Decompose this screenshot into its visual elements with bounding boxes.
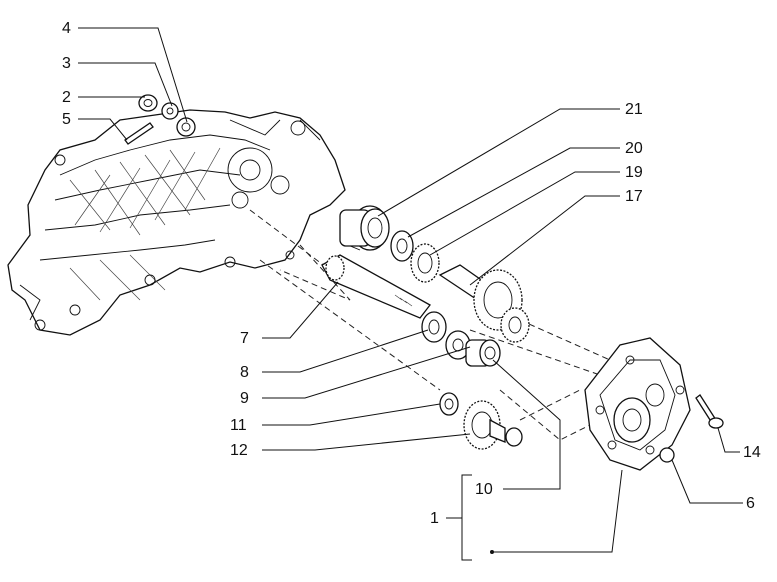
stud-part-5 (124, 122, 154, 145)
leader-lines (78, 27, 743, 561)
gear-part-12 (463, 400, 523, 450)
ring-part-4 (176, 117, 196, 137)
callout-labels: 4 3 2 5 21 20 19 17 7 8 9 11 12 10 14 6 … (62, 20, 761, 527)
callout-10: 10 (475, 481, 493, 498)
callout-6: 6 (746, 495, 755, 512)
gear-part-19 (410, 243, 440, 283)
callout-12: 12 (230, 442, 248, 459)
callout-20: 20 (625, 140, 643, 157)
crankcase-housing (7, 109, 346, 336)
callout-17: 17 (625, 188, 643, 205)
callout-14: 14 (743, 444, 761, 461)
callout-5: 5 (62, 111, 71, 128)
callout-9: 9 (240, 390, 249, 407)
gear-shaft-part-17 (438, 264, 530, 343)
washer-part-20 (390, 230, 414, 262)
gearbox-cover-part-1 (584, 337, 691, 471)
bushing-part-11 (439, 392, 459, 416)
dowel-part-6 (659, 447, 675, 463)
bearing-part-10 (465, 339, 501, 367)
bearing-part-21 (339, 205, 390, 251)
callout-2: 2 (62, 89, 71, 106)
washer-part-8 (421, 311, 447, 343)
callout-19: 19 (625, 164, 643, 181)
callout-7: 7 (240, 330, 249, 347)
callout-1: 1 (430, 510, 439, 527)
screw-part-14 (695, 394, 724, 429)
shaft-part-7 (321, 254, 431, 319)
callout-21: 21 (625, 101, 643, 118)
assembly-axis-lines (249, 209, 611, 441)
callout-11: 11 (230, 417, 247, 434)
nut-part-2 (138, 94, 158, 112)
callout-4: 4 (62, 20, 71, 37)
callout-3: 3 (62, 55, 71, 72)
callout-8: 8 (240, 364, 249, 381)
washer-part-3 (161, 102, 179, 120)
